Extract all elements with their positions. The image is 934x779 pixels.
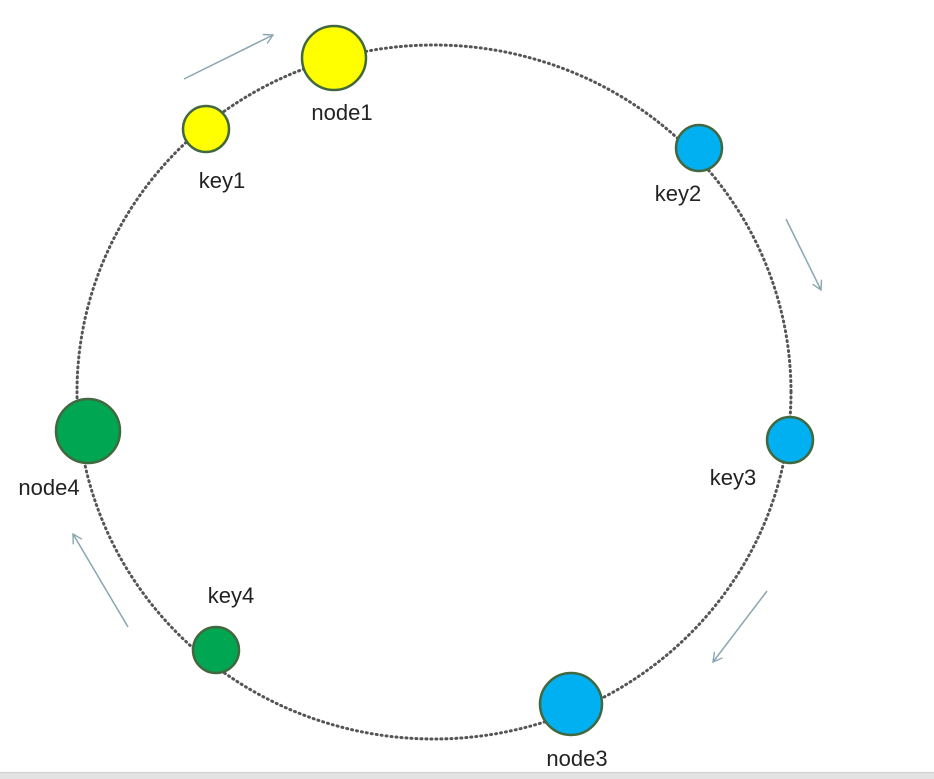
node4-label: node4 <box>18 475 79 500</box>
node3-label: node3 <box>546 746 607 771</box>
key1-circle <box>181 104 231 154</box>
hash-ring <box>75 43 793 741</box>
direction-arrow-bottom-right <box>712 590 768 664</box>
node1-label: node1 <box>311 100 372 125</box>
key3-label: key3 <box>710 465 756 490</box>
key4-label: key4 <box>208 583 254 608</box>
key1-label: key1 <box>199 168 245 193</box>
direction-arrow-right <box>785 218 823 292</box>
key4-circle <box>191 625 241 675</box>
node3-circle <box>538 671 604 737</box>
bottom-border <box>0 772 934 779</box>
node1-circle <box>300 24 368 92</box>
direction-arrow-left <box>72 532 129 628</box>
key2-label: key2 <box>655 181 701 206</box>
key2-circle <box>674 123 724 173</box>
node4-circle <box>54 397 122 465</box>
direction-arrow-top <box>183 33 275 80</box>
key3-circle <box>765 415 815 465</box>
